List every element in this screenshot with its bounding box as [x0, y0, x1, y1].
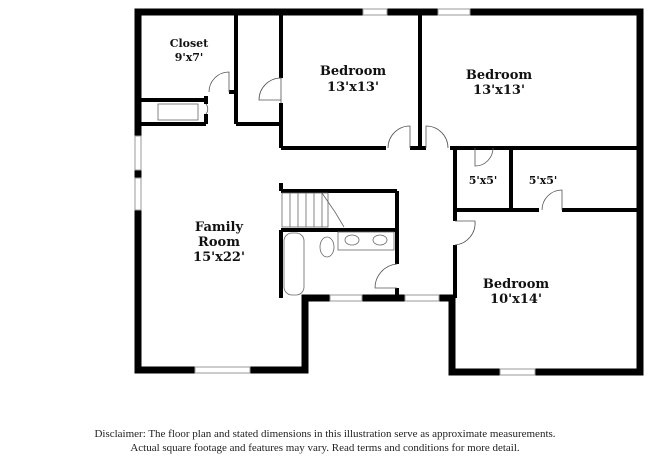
door-swing — [387, 125, 411, 149]
room-size: 13'x13' — [327, 80, 379, 95]
room-size: 10'x14' — [490, 292, 542, 307]
room-name: Closet — [170, 37, 209, 50]
disclaimer-line-2: Actual square footage and features may v… — [130, 442, 520, 454]
door-swing — [454, 220, 476, 246]
fixtures — [157, 103, 395, 296]
disclaimer-line-1: Disclaimer: The floor plan and stated di… — [94, 428, 556, 440]
sink — [372, 234, 388, 246]
door-swing — [205, 103, 209, 115]
window — [404, 294, 440, 302]
window — [329, 294, 363, 302]
room-bedroom-2: Bedroom 13'x13' — [466, 68, 533, 98]
window — [194, 366, 251, 374]
room-closet: Closet 9'x7' — [170, 37, 209, 64]
toilet — [319, 236, 335, 258]
room-closet-5x5-b: 5'x5' — [529, 174, 558, 187]
room-closet-5x5-a: 5'x5' — [469, 174, 498, 187]
window — [499, 368, 536, 376]
door-swing — [258, 77, 282, 103]
window — [134, 135, 142, 171]
window — [134, 177, 142, 211]
stairs — [281, 192, 345, 228]
door-swing — [208, 71, 230, 93]
door-swing — [374, 263, 398, 289]
vanity — [337, 231, 395, 251]
interior-walls — [138, 12, 640, 298]
windows — [134, 8, 536, 376]
room-bedroom-3: Bedroom 10'x14' — [483, 277, 550, 307]
room-size: 15'x22' — [193, 250, 245, 265]
room-name: Bedroom — [466, 68, 533, 83]
disclaimer: Disclaimer: The floor plan and stated di… — [0, 427, 650, 455]
room-size: 9'x7' — [175, 51, 204, 64]
window — [362, 8, 388, 16]
room-name: Bedroom — [320, 64, 387, 79]
door-swing — [474, 147, 494, 167]
bathtub — [283, 232, 305, 296]
room-size: 13'x13' — [473, 83, 525, 98]
room-name: Bedroom — [483, 277, 550, 292]
door-swing — [541, 189, 563, 211]
room-name-line2: Room — [198, 235, 240, 250]
room-bedroom-1: Bedroom 13'x13' — [320, 64, 387, 95]
window — [437, 8, 471, 16]
room-name-line1: Family — [195, 220, 244, 235]
room-size: 5'x5' — [529, 174, 558, 187]
door-swing — [425, 125, 449, 149]
sink — [344, 234, 360, 246]
room-family-room: Family Room 15'x22' — [193, 220, 245, 265]
shelf — [157, 103, 199, 121]
room-size: 5'x5' — [469, 174, 498, 187]
doors — [205, 71, 563, 289]
